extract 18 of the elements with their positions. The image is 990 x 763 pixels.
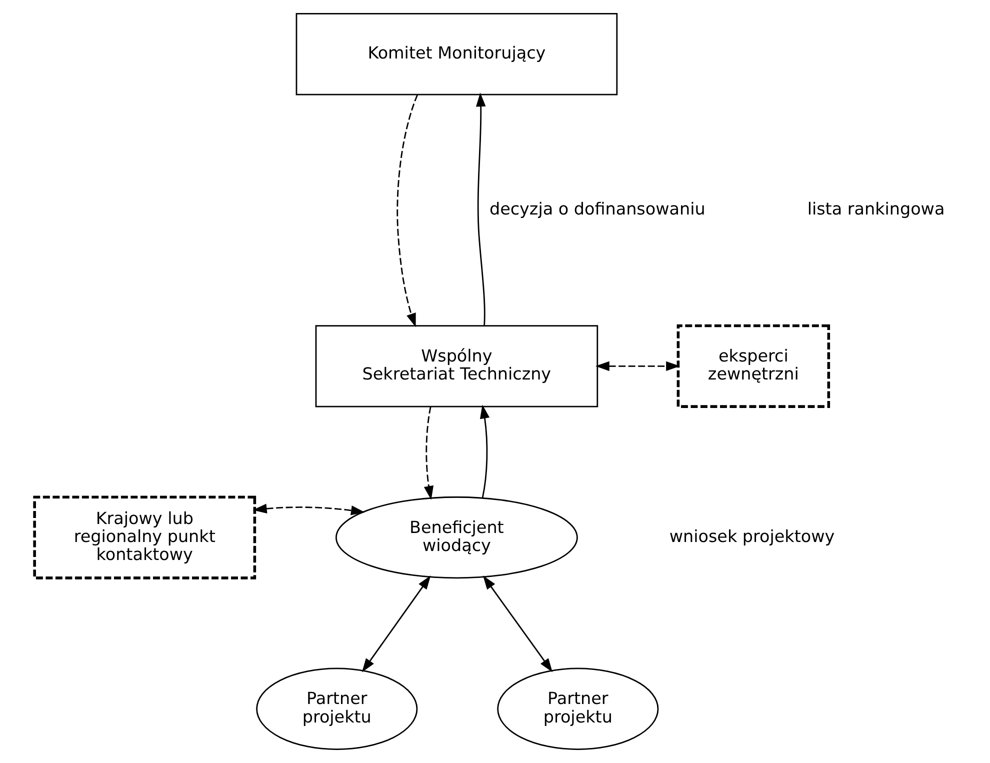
label: lista rankingowa xyxy=(807,198,945,218)
label: wniosek projektowy xyxy=(669,526,835,546)
node-ellipse: Partner projektu xyxy=(256,668,418,750)
node-ellipse: Beneficjent wiodący xyxy=(335,496,578,579)
arrow xyxy=(595,361,680,372)
node-ellipse: Partner projektu xyxy=(497,668,659,750)
arrow xyxy=(476,92,486,326)
node-box: Krajowy lub regionalny punkt kontaktowy xyxy=(33,496,256,580)
arrow xyxy=(480,404,490,498)
arrow xyxy=(424,406,434,500)
node-box: eksperci zewnętrzni xyxy=(676,324,830,408)
arrow xyxy=(362,575,431,672)
arrow xyxy=(396,94,418,328)
node-box: Komitet Monitorujący xyxy=(296,13,618,96)
arrow xyxy=(252,504,365,516)
arrow xyxy=(482,575,553,672)
node-box: Wspólny Sekretariat Techniczny xyxy=(315,325,598,408)
label: decyzja o dofinansowaniu xyxy=(489,198,706,218)
